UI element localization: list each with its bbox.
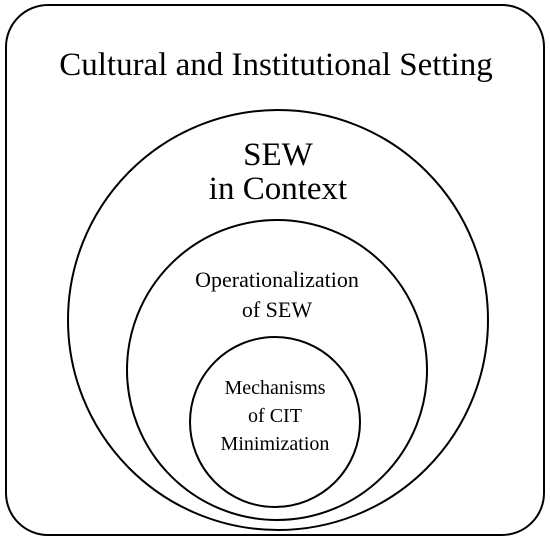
sew-in-context-label-line2: in Context (209, 171, 347, 207)
sew-in-context-label-line1: SEW (243, 137, 314, 173)
outer-setting-label: Cultural and Institutional Setting (59, 47, 493, 83)
cit-minimization-circle (189, 336, 361, 508)
operationalization-label-line1: Operationalization (195, 267, 359, 292)
operationalization-label-line2: of SEW (242, 297, 313, 322)
cit-minimization-label-line3: Minimization (221, 433, 330, 455)
cit-minimization-label-line1: Mechanisms (224, 377, 325, 399)
cit-minimization-label-line2: of CIT (248, 405, 302, 427)
